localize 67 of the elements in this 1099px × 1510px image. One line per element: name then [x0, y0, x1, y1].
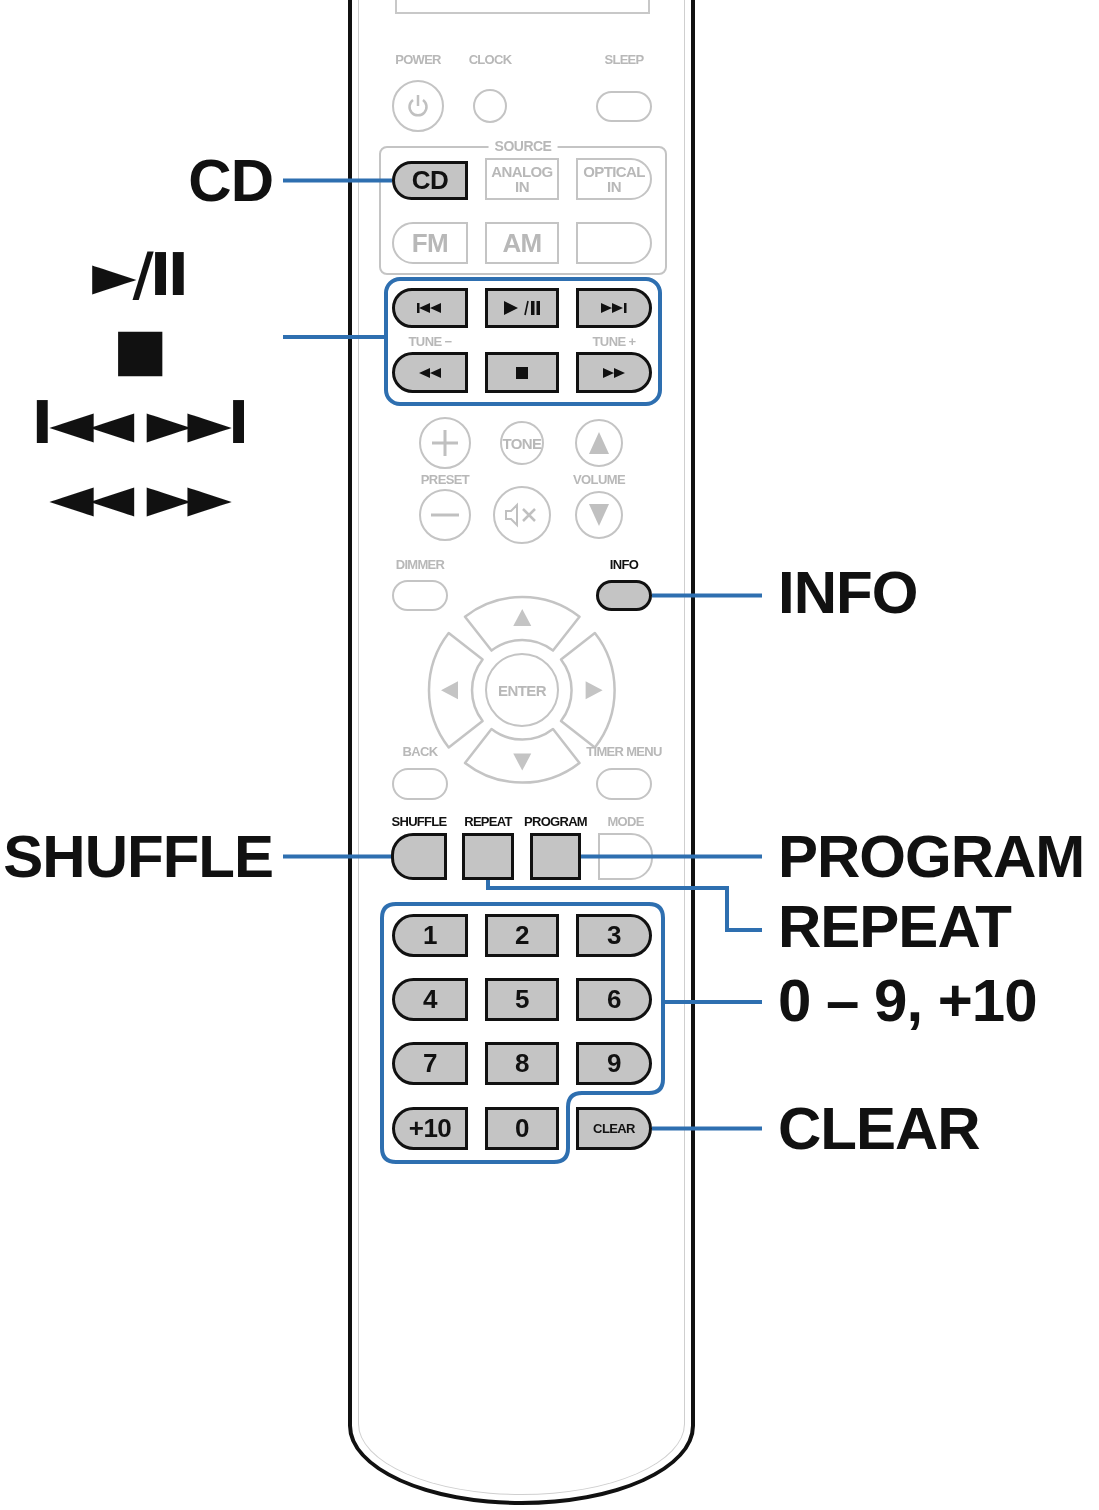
remote-button [419, 417, 471, 469]
leader-line [486, 880, 762, 932]
callout-label: INFO [778, 562, 918, 624]
button-label: MODE [607, 813, 644, 831]
remote-button: TONE [500, 421, 544, 465]
callout-label: SHUFFLE [3, 826, 273, 888]
remote-button: CD [392, 161, 468, 200]
remote-button: ANALOG IN [485, 158, 559, 200]
callout-label: PROGRAM [778, 826, 1085, 888]
callout-label: ■ [113, 314, 164, 385]
button-label: REPEAT [464, 813, 512, 831]
button-label: TIMER MENU [586, 743, 662, 761]
remote-button: 1 [392, 914, 468, 957]
remote-button: +10 [392, 1107, 468, 1150]
remote-button: 7 [392, 1042, 468, 1085]
remote-button [576, 352, 652, 393]
remote-button: ENTER [485, 653, 559, 727]
remote-button [485, 352, 559, 393]
button-label: INFO [609, 556, 639, 574]
callout-label: 0 – 9, +10 [778, 970, 1037, 1032]
remote-button [575, 491, 623, 539]
button-label: POWER [395, 51, 441, 69]
leader-line [665, 1000, 762, 1004]
remote-button [485, 288, 559, 328]
remote-button: 9 [576, 1042, 652, 1085]
remote-button: FM [392, 222, 468, 264]
button-label: SLEEP [604, 51, 644, 69]
remote-button [392, 352, 468, 393]
button-label: CLOCK [468, 51, 512, 69]
button-group-frame [384, 277, 662, 406]
remote-button [575, 419, 623, 467]
button-label: TUNE − [408, 334, 452, 350]
remote-button: 3 [576, 914, 652, 957]
remote-button [419, 489, 471, 541]
button-label: PRESET [420, 472, 470, 488]
callout-label: ►/II [92, 240, 185, 311]
button-label: VOLUME [573, 472, 625, 488]
callout-label: ◄◄ ►► [49, 462, 228, 533]
leader-line [652, 1126, 762, 1131]
button-label: DIMMER [395, 556, 445, 574]
button-label: BACK [402, 743, 438, 761]
button-label: SHUFFLE [391, 813, 447, 831]
remote-button: 2 [485, 914, 559, 957]
remote-button: AM [485, 222, 559, 264]
callout-label: CD [188, 150, 273, 212]
callout-label: I◄◄ ►►I [31, 388, 246, 459]
callout-label: CLEAR [778, 1098, 980, 1160]
remote-button: OPTICAL IN [576, 158, 652, 200]
callout-label: REPEAT [778, 896, 1011, 958]
remote-button [493, 486, 551, 544]
remote-button: 0 [485, 1107, 559, 1150]
leader-line [283, 854, 391, 859]
leader-line [652, 593, 762, 598]
remote-button [392, 288, 468, 328]
leader-line [283, 335, 384, 339]
remote-button [576, 222, 652, 264]
remote-button: 8 [485, 1042, 559, 1085]
remote-button: 6 [576, 978, 652, 1021]
remote-button: CLEAR [576, 1107, 652, 1150]
leader-line [283, 178, 392, 183]
remote-button: 4 [392, 978, 468, 1021]
remote-control-body [348, 0, 695, 1505]
button-label: PROGRAM [524, 813, 587, 831]
leader-line [581, 854, 762, 859]
button-label: TUNE + [592, 334, 636, 350]
remote-button: 5 [485, 978, 559, 1021]
remote-button [576, 288, 652, 328]
